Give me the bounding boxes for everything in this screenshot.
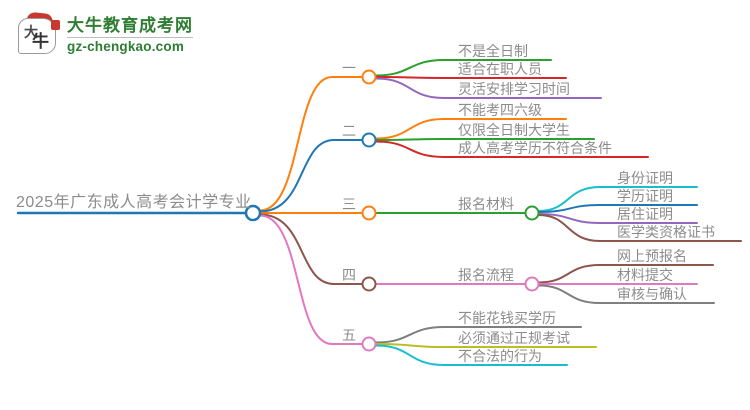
leaf-flexible-study-time[interactable]: 灵活安排学习时间: [458, 81, 570, 97]
branch-4-label[interactable]: 四: [342, 267, 356, 283]
logo-text-block: 大牛教育成考网 gz-chengkao.com: [67, 16, 193, 55]
logo-speech-bubble: 大 牛: [18, 18, 56, 54]
edge-branch-1-leaf-1: [374, 59, 552, 77]
leaf-cannot-buy-diploma[interactable]: 不能花钱买学历: [458, 310, 556, 326]
edge-branch-2-leaf-3: [374, 140, 649, 158]
edge-materials-leaf-1: [537, 186, 698, 212]
logo-char-top: 大: [24, 24, 38, 40]
edge-materials-leaf-4: [537, 214, 742, 242]
materials-node-circle[interactable]: [524, 205, 540, 221]
leaf-fulltime-students-only[interactable]: 仅限全日制大学生: [458, 122, 570, 138]
leaf-online-preregistration[interactable]: 网上预报名: [617, 248, 687, 264]
edge-branch-1-leaf-3: [374, 77, 602, 99]
edge-branch-1-leaf-2: [374, 76, 567, 79]
edge-branch-5-leaf-3: [374, 344, 568, 366]
leaf-residence-proof[interactable]: 居住证明: [617, 206, 673, 222]
process-node-circle[interactable]: [524, 276, 540, 292]
leaf-suits-working-people[interactable]: 适合在职人员: [458, 61, 542, 77]
edge-root-branch-1: [259, 76, 363, 212]
root-node-label[interactable]: 2025年广东成人高考会计学专业: [16, 194, 252, 211]
branch-1-circle[interactable]: [361, 69, 377, 85]
branch-2-label[interactable]: 二: [342, 123, 356, 139]
daniu-logo-icon: 大 牛: [18, 11, 60, 57]
leaf-no-cet-exam[interactable]: 不能考四六级: [458, 102, 542, 118]
logo-char-bottom: 牛: [32, 32, 49, 51]
edge-process-leaf-1: [537, 264, 714, 284]
leaf-review-confirmation[interactable]: 审核与确认: [617, 286, 687, 302]
edge-materials-leaf-2: [537, 204, 698, 213]
leaf-not-fulltime[interactable]: 不是全日制: [458, 43, 528, 59]
branch-1-label[interactable]: 一: [342, 60, 356, 76]
leaf-education-proof[interactable]: 学历证明: [617, 188, 673, 204]
leaf-illegal-behavior[interactable]: 不合法的行为: [458, 348, 542, 364]
leaf-must-pass-formal-exam[interactable]: 必须通过正规考试: [458, 330, 570, 346]
node-registration-materials[interactable]: 报名材料: [458, 196, 514, 212]
branch-3-label[interactable]: 三: [342, 196, 356, 212]
logo-red-seal: [51, 20, 60, 30]
branch-5-label[interactable]: 五: [342, 327, 356, 343]
edge-root-branch-5: [259, 214, 363, 345]
edge-process-leaf-3: [537, 284, 715, 304]
leaf-identity-proof[interactable]: 身份证明: [617, 170, 673, 186]
edge-branch-5-leaf-1: [374, 326, 582, 344]
brand-name: 大牛教育成考网: [67, 15, 193, 35]
leaf-degree-not-eligible[interactable]: 成人高考学历不符合条件: [458, 140, 612, 156]
edge-branch-5-leaf-2: [374, 343, 597, 348]
edge-branch-2-leaf-2: [374, 138, 595, 141]
branch-2-circle[interactable]: [361, 132, 377, 148]
edge-root-branch-2: [259, 139, 363, 213]
edge-root-branch-4: [259, 213, 363, 285]
branch-3-circle[interactable]: [361, 205, 377, 221]
node-registration-process[interactable]: 报名流程: [458, 267, 514, 283]
edge-materials-leaf-3: [537, 213, 698, 224]
leaf-medical-certificate[interactable]: 医学类资格证书: [617, 224, 715, 240]
edge-branch-2-leaf-1: [374, 118, 567, 140]
brand-url: gz-chengkao.com: [67, 36, 193, 55]
brand-logo[interactable]: 大 牛 大牛教育成考网 gz-chengkao.com: [18, 11, 193, 57]
branch-5-circle[interactable]: [361, 336, 377, 352]
leaf-material-submission[interactable]: 材料提交: [617, 267, 673, 283]
root-node-circle[interactable]: [244, 204, 262, 222]
branch-4-circle[interactable]: [361, 276, 377, 292]
